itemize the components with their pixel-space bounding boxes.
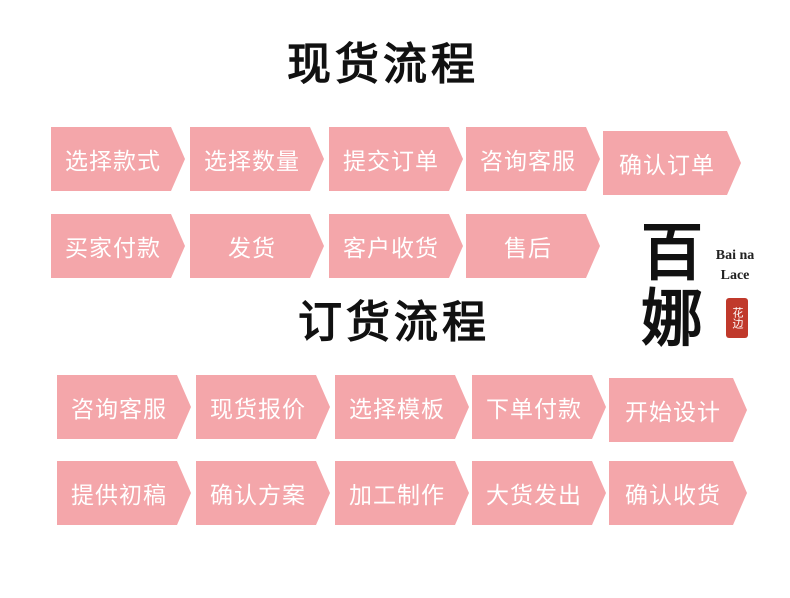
order-row1-step-4: 下单付款 (472, 375, 606, 439)
order-row2-step-3: 加工制作 (335, 461, 469, 525)
spot-process-title: 现货流程 (287, 39, 479, 90)
order-row2-step-4: 大货发出 (472, 461, 606, 525)
spot-row1-step-2: 选择数量 (190, 127, 324, 191)
spot-row2-step-3: 客户收货 (329, 214, 463, 278)
logo-text-line1: Bai na (715, 248, 755, 263)
order-row2-step-1: 提供初稿 (57, 461, 191, 525)
spot-row2-step-1: 买家付款 (51, 214, 185, 278)
order-row2-step-2: 确认方案 (196, 461, 330, 525)
order-row1-step-5: 开始设计 (609, 378, 747, 442)
spot-row1-step-1: 选择款式 (51, 127, 185, 191)
logo-seal-stamp: 花边 (726, 298, 748, 338)
spot-row2-step-4: 售后 (466, 214, 600, 278)
spot-row2-step-2: 发货 (190, 214, 324, 278)
baina-lace-logo: 百 娜 Bai na Lace 花边 (638, 218, 758, 368)
logo-mark-top: 百 (640, 216, 703, 289)
order-row2-step-5: 确认收货 (609, 461, 747, 525)
order-row1-step-1: 咨询客服 (57, 375, 191, 439)
order-process-title: 订货流程 (298, 297, 490, 348)
order-row1-step-3: 选择模板 (335, 375, 469, 439)
logo-text-line2: Lace (720, 268, 750, 283)
spot-row1-step-4: 咨询客服 (466, 127, 600, 191)
order-row1-step-2: 现货报价 (196, 375, 330, 439)
spot-row1-step-5: 确认订单 (603, 131, 741, 195)
spot-row1-step-3: 提交订单 (329, 127, 463, 191)
logo-mark-bottom: 娜 (640, 282, 703, 355)
